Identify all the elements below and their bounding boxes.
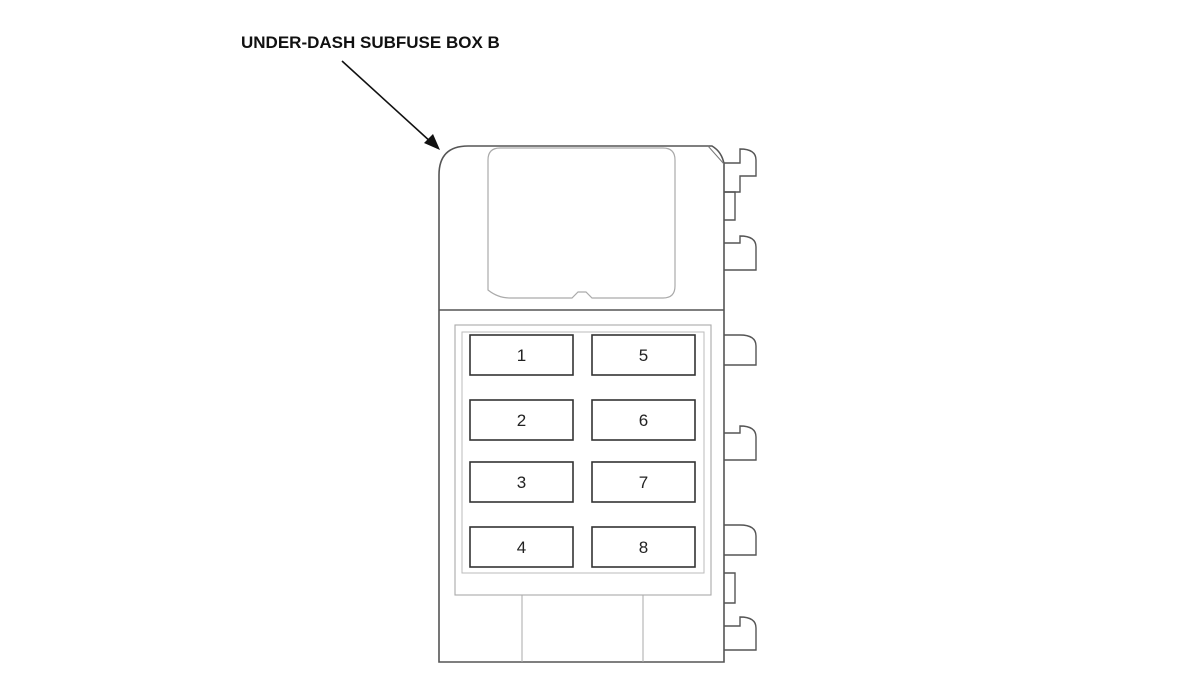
- right-clips: [724, 148, 757, 651]
- fuse-panel-inner: [461, 331, 705, 574]
- fuse-2: [469, 399, 574, 441]
- fuse-label: 4: [517, 538, 526, 557]
- fuse-label: 8: [639, 538, 648, 557]
- diagram-title: UNDER-DASH SUBFUSE BOX B: [241, 33, 500, 52]
- fuse-label: 5: [639, 346, 648, 365]
- fuse-label: 7: [639, 473, 648, 492]
- top-latch: [487, 147, 676, 299]
- fuse-7: [591, 461, 696, 503]
- fuse-4: [469, 526, 574, 568]
- fuse-8: [591, 526, 696, 568]
- fuse-label: 1: [517, 346, 526, 365]
- fuse-label: 6: [639, 411, 648, 430]
- fuse-5: [591, 334, 696, 376]
- fuse-panel-outer: [454, 324, 712, 596]
- fuse-box-housing: [438, 145, 725, 663]
- fuse-label: 2: [517, 411, 526, 430]
- fuse-6: [591, 399, 696, 441]
- fuse-label: 3: [517, 473, 526, 492]
- fuse-group: 1 2 3 4 5 6 7 8: [469, 334, 696, 568]
- fuse-1: [469, 334, 574, 376]
- fuse-3: [469, 461, 574, 503]
- leader-arrow: [341, 60, 440, 150]
